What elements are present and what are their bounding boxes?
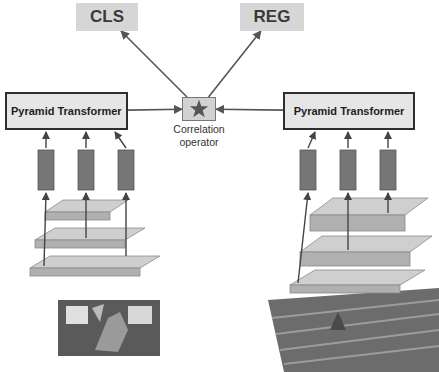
correlation-node: Correlation operator (162, 97, 236, 148)
head-label: REG (254, 7, 291, 27)
feature-block (38, 150, 396, 190)
search-image (268, 288, 439, 372)
connector-arrow (121, 31, 187, 97)
transformer-box: Pyramid Transformer (283, 92, 415, 130)
output-head: REG (240, 3, 304, 31)
connector-arrow (209, 31, 261, 97)
feature-pyramid-left (30, 200, 160, 276)
head-label: CLS (90, 7, 124, 27)
output-head: CLS (76, 3, 138, 31)
operator-label: Correlation operator (162, 123, 236, 148)
flow-arrow (44, 132, 388, 283)
connector-arrow (216, 108, 283, 110)
transformer-box: Pyramid Transformer (5, 92, 128, 130)
connector-arrow (128, 108, 182, 110)
box-label: Pyramid Transformer (294, 105, 405, 118)
feature-pyramid-right (290, 198, 432, 293)
template-image (58, 300, 160, 356)
box-label: Pyramid Transformer (11, 105, 122, 118)
operator-box (182, 97, 216, 121)
star-symbol (183, 98, 215, 120)
